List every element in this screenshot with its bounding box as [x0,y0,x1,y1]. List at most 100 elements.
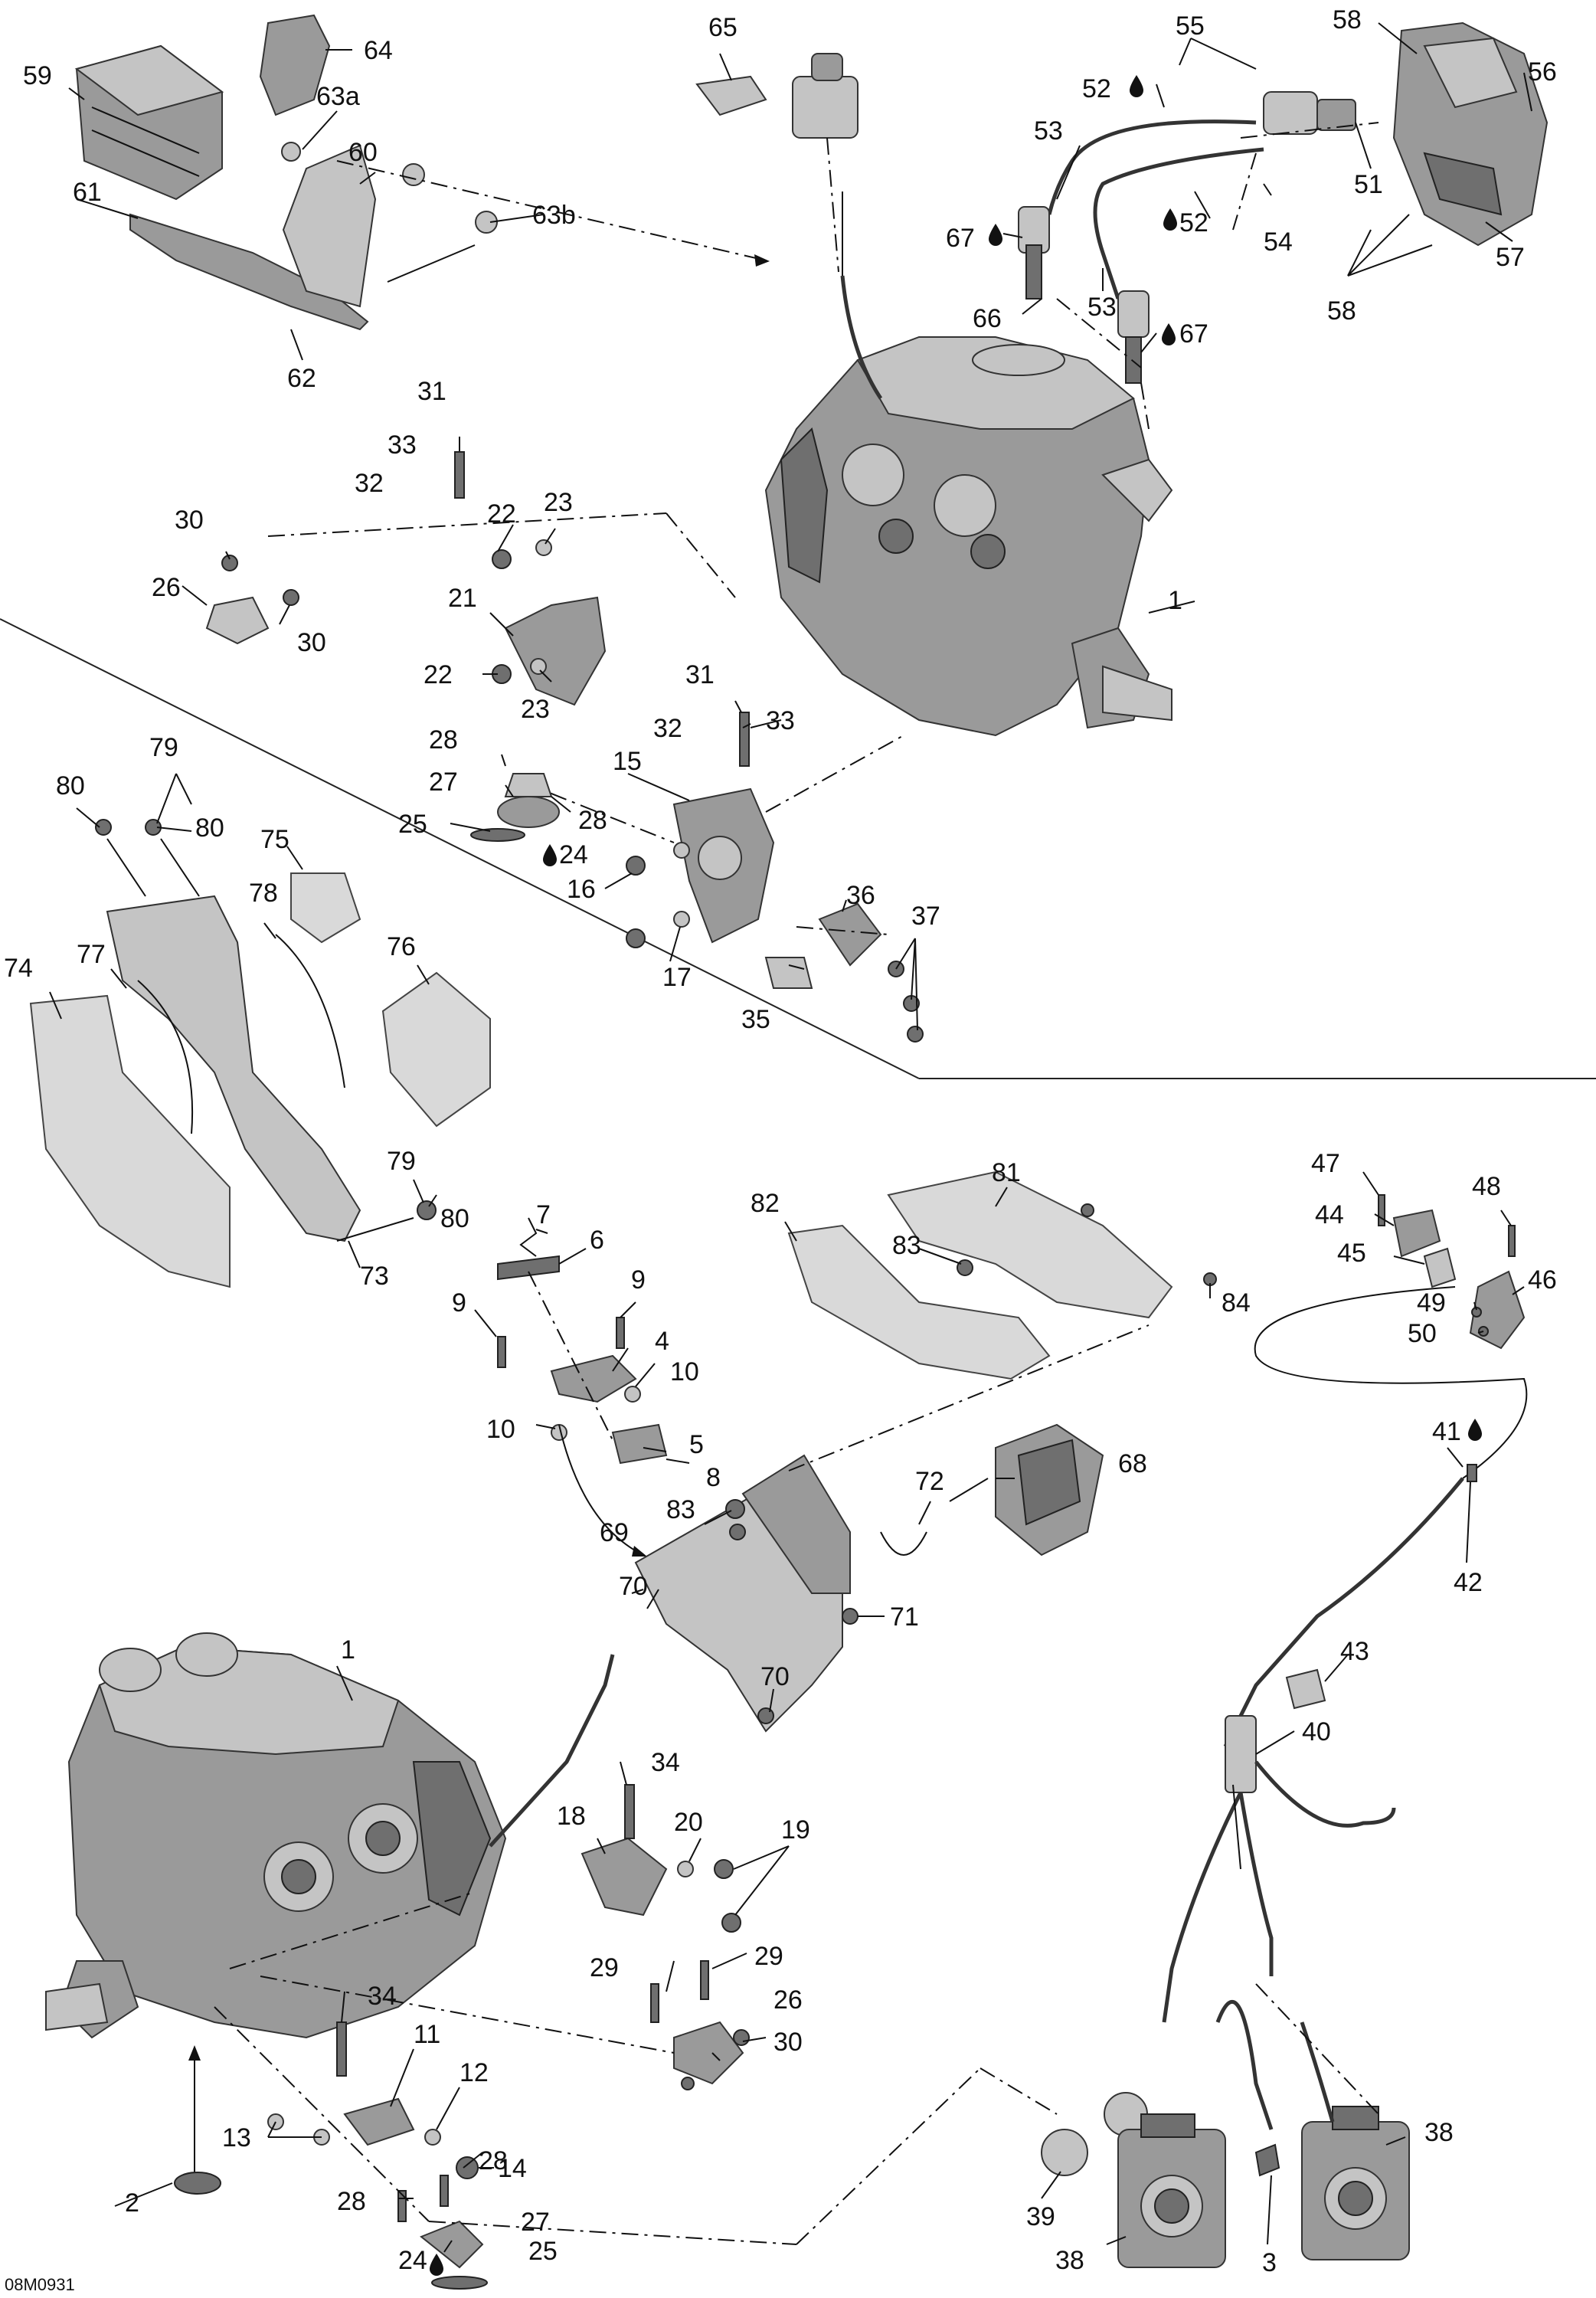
callout-32: 32 [653,714,682,743]
callout-53: 53 [1087,293,1117,322]
diagram-code: 08M0931 [5,2275,75,2294]
connector-43 [1285,1668,1326,1710]
callout-24: 24 [559,840,588,869]
callout-72: 72 [915,1467,944,1496]
bracket-4 [550,1354,637,1403]
callout-61: 61 [73,178,102,207]
callout-37: 37 [911,902,940,931]
callout-42: 42 [1454,1568,1483,1597]
callout-1: 1 [1168,586,1182,615]
liquid-drop-icon-67a [989,224,1002,246]
callout-74: 74 [4,954,33,983]
throttle-cable [1223,1477,1464,1748]
liquid-drop-icon [430,75,1482,2276]
spark-plug-cap-b [1117,290,1150,338]
leader-lines [49,22,1532,2253]
callout-4: 4 [655,1327,669,1356]
callout-76: 76 [387,932,416,961]
callout-9: 9 [631,1265,646,1295]
callout-53: 53 [1034,116,1063,146]
liquid-drop-icon-67b [1162,323,1176,345]
lever-44 [1392,1209,1441,1258]
callout-30: 30 [773,2028,803,2057]
callout-34: 34 [368,1982,397,2011]
harness-branch-b [1238,1792,1274,1976]
callout-80: 80 [195,813,224,843]
callout-29: 29 [590,1953,619,1982]
callout-67: 67 [946,224,975,253]
carburetor-right [1301,2106,1410,2260]
harness-branch-a [1162,1791,1243,2023]
carburetor-left [1117,2113,1226,2268]
callout-25: 25 [398,810,427,839]
callout-28: 28 [578,806,607,835]
callout-43: 43 [1340,1637,1369,1666]
bracket-69b [741,1454,851,1594]
callout-5: 5 [689,1430,704,1459]
callout-9: 9 [452,1288,466,1318]
callout-11: 11 [414,2020,440,2049]
spark-plug-b [1125,336,1142,384]
callout-16: 16 [567,875,596,904]
engine-lower [45,1632,507,2039]
callout-79: 79 [149,733,178,762]
spark-plug-a [1025,244,1042,300]
ecu-module [74,44,224,201]
callout-26: 26 [152,573,181,602]
cover-74 [29,994,231,1288]
callout-51: 51 [1354,170,1383,199]
callout-59: 59 [23,61,52,90]
callout-28: 28 [479,2146,508,2175]
engine-upper [764,336,1173,737]
callout-81: 81 [992,1158,1021,1187]
callout-48: 48 [1472,1172,1501,1201]
callout-58: 58 [1333,5,1362,34]
callout-33: 33 [766,706,795,735]
callout-24: 24 [398,2246,427,2275]
callout-70: 70 [760,1662,790,1691]
wiring-harness-40 [1225,1715,1257,1793]
callout-22: 22 [424,660,453,689]
callout-64: 64 [364,36,393,65]
callout-1: 1 [341,1635,355,1665]
callout-19: 19 [781,1815,810,1845]
callout-38: 38 [1424,2118,1454,2147]
callout-28: 28 [429,725,458,755]
callout-66: 66 [973,304,1002,333]
callout-52: 52 [1179,208,1208,237]
callout-58: 58 [1327,296,1356,326]
callout-44: 44 [1315,1200,1344,1229]
callout-17: 17 [662,963,692,992]
callout-78: 78 [249,879,278,908]
sensor-3 [1254,2143,1280,2177]
callout-46: 46 [1528,1265,1557,1295]
seal-77 [137,980,194,1134]
callout-68: 68 [1118,1449,1147,1478]
callout-84: 84 [1222,1288,1251,1318]
callout-26: 26 [773,1985,803,2015]
callout-83: 83 [666,1495,695,1524]
callout-55: 55 [1176,11,1205,41]
cap [174,2172,221,2195]
callout-21: 21 [448,584,477,613]
liquid-drop-icon-41 [1468,1419,1482,1441]
ignition-coil-bracket [1392,21,1549,247]
callout-13: 13 [222,2123,251,2152]
ignition-coil [1263,91,1356,135]
callout-10: 10 [670,1357,699,1386]
liquid-drop-icon-24b [430,2254,443,2276]
callout-47: 47 [1311,1149,1340,1178]
cover-76 [381,971,491,1128]
tps-sensor-6 [497,1255,560,1281]
callout-23: 23 [521,695,550,724]
callout-50: 50 [1408,1319,1437,1348]
liquid-drop-icon-52b [1163,208,1177,231]
ignition-wire-b [1093,147,1264,300]
callout-80: 80 [56,771,85,800]
callout-6: 6 [590,1226,604,1255]
liquid-drop-icon-52a [1130,75,1143,97]
callout-20: 20 [674,1808,703,1837]
callout-80: 80 [440,1204,469,1233]
section-divider-upper [0,618,920,1079]
